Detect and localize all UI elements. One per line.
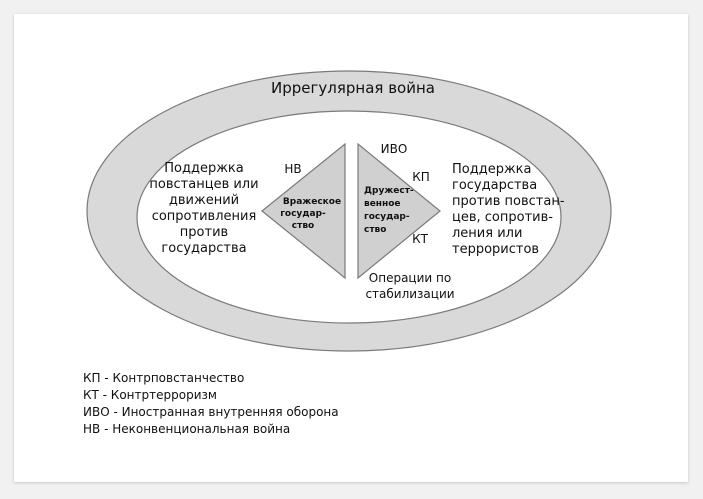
stabilization-text: Операции по стабилизации xyxy=(365,271,454,301)
inner-ellipse xyxy=(136,110,562,324)
enemy-state-triangle xyxy=(261,142,346,280)
svg-text:Поддержка: Поддержка xyxy=(452,162,532,177)
svg-text:против повстан-: против повстан- xyxy=(452,194,565,209)
svg-text:сопротивления: сопротивления xyxy=(152,209,257,224)
legend: КП - Контрповстанчество КТ - Контртеррор… xyxy=(83,370,339,438)
tag-nv: НВ xyxy=(284,162,301,176)
svg-text:цев, сопротив-: цев, сопротив- xyxy=(452,210,553,225)
svg-text:ство: ство xyxy=(292,221,314,231)
svg-text:государ-: государ- xyxy=(364,212,410,222)
friendly-state-label: Дружест- венное государ- ство xyxy=(364,186,414,235)
svg-text:государства: государства xyxy=(161,241,246,256)
svg-text:ления или: ления или xyxy=(452,226,522,241)
tag-kp: КП xyxy=(412,170,430,184)
svg-text:террористов: террористов xyxy=(452,242,539,257)
svg-text:движений: движений xyxy=(169,193,239,208)
svg-text:Вражеское: Вражеское xyxy=(283,197,341,207)
legend-item-ivo: ИВО - Иностранная внутренняя оборона xyxy=(83,405,339,419)
legend-item-nv: НВ - Неконвенциональная война xyxy=(83,422,291,436)
svg-text:стабилизации: стабилизации xyxy=(365,287,454,301)
tag-kt: КТ xyxy=(412,232,429,246)
legend-item-kt: КТ - Контртерроризм xyxy=(83,388,217,402)
svg-text:Поддержка: Поддержка xyxy=(164,161,244,176)
svg-text:государства: государства xyxy=(452,178,537,193)
friendly-state-triangle xyxy=(357,142,441,280)
svg-text:ство: ство xyxy=(364,225,386,235)
tag-ivo: ИВО xyxy=(381,142,408,156)
enemy-state-label: Вражеское государ- ство xyxy=(280,197,341,231)
left-support-text: Поддержка повстанцев или движений сопрот… xyxy=(149,161,258,256)
svg-text:Дружест-: Дружест- xyxy=(364,186,414,196)
right-support-text: Поддержка государства против повстан- це… xyxy=(452,162,565,257)
svg-text:Операции по: Операции по xyxy=(369,271,451,285)
svg-text:против: против xyxy=(180,225,228,240)
outer-label: Иррегулярная война xyxy=(271,79,435,97)
svg-text:венное: венное xyxy=(364,199,401,209)
svg-text:повстанцев или: повстанцев или xyxy=(149,177,258,192)
legend-item-kp: КП - Контрповстанчество xyxy=(83,371,245,385)
svg-text:государ-: государ- xyxy=(280,209,326,219)
